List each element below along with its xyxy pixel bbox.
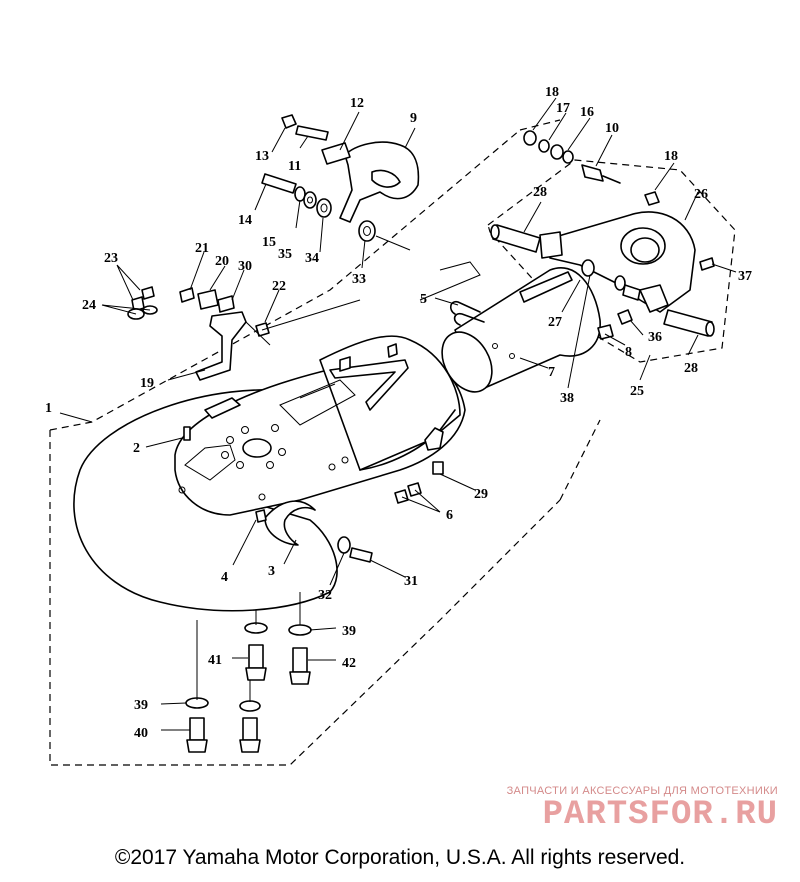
callout-17: 17 — [556, 101, 570, 116]
callout-39a: 39 — [342, 624, 356, 639]
callout-35: 35 — [278, 247, 292, 262]
callout-22: 22 — [272, 279, 286, 294]
callout-19: 19 — [140, 376, 154, 391]
callout-34: 34 — [305, 251, 319, 266]
nozzle-duct — [441, 267, 601, 393]
callout-13: 13 — [255, 149, 269, 164]
callout-9: 9 — [410, 111, 417, 126]
callout-11: 11 — [288, 159, 301, 174]
jet-pump-housing — [73, 335, 466, 612]
callout-32: 32 — [318, 588, 332, 603]
callout-7: 7 — [548, 365, 555, 380]
callout-3: 3 — [268, 564, 275, 579]
callout-14: 14 — [238, 213, 252, 228]
callout-36: 36 — [648, 330, 662, 345]
callout-25: 25 — [630, 384, 644, 399]
callout-27: 27 — [548, 315, 562, 330]
pin-28-lower — [663, 309, 715, 337]
callout-31: 31 — [404, 574, 418, 589]
callout-26: 26 — [694, 187, 708, 202]
callout-10: 10 — [605, 121, 619, 136]
steering-deflector — [539, 211, 696, 313]
callout-21: 21 — [195, 241, 209, 256]
callout-39b: 39 — [134, 698, 148, 713]
callout-28a: 28 — [533, 185, 547, 200]
callout-42: 42 — [342, 656, 356, 671]
callout-8: 8 — [625, 345, 632, 360]
callout-40: 40 — [134, 726, 148, 741]
callout-4: 4 — [221, 570, 228, 585]
watermark: ЗАПЧАСТИ И АКСЕССУАРЫ ДЛЯ МОТОТЕХНИКИ PA… — [478, 785, 778, 833]
callout-labels: 1 2 3 4 5 6 7 8 9 10 11 12 13 14 15 16 1… — [45, 85, 752, 741]
leader-lines — [59, 97, 737, 731]
callout-33: 33 — [352, 272, 366, 287]
callout-24: 24 — [82, 298, 96, 313]
pin-28-upper — [490, 224, 541, 253]
callout-41: 41 — [208, 653, 222, 668]
watermark-logo: PARTSFOR.RU — [542, 796, 778, 834]
callout-38: 38 — [560, 391, 574, 406]
callout-16: 16 — [580, 105, 594, 120]
callout-18a: 18 — [545, 85, 559, 100]
callout-23: 23 — [104, 251, 118, 266]
callout-18b: 18 — [664, 149, 678, 164]
group-outline-25 — [487, 159, 736, 363]
callout-2: 2 — [133, 441, 140, 456]
callout-6: 6 — [446, 508, 453, 523]
callout-20: 20 — [215, 254, 229, 269]
callout-29: 29 — [474, 487, 488, 502]
callout-28b: 28 — [684, 361, 698, 376]
callout-15: 15 — [262, 235, 276, 250]
callout-37: 37 — [738, 269, 752, 284]
callout-30: 30 — [238, 259, 252, 274]
callout-12: 12 — [350, 96, 364, 111]
watermark-tagline: ЗАПЧАСТИ И АКСЕССУАРЫ ДЛЯ МОТОТЕХНИКИ — [506, 785, 778, 797]
callout-5: 5 — [420, 292, 427, 307]
copyright-notice: ©2017 Yamaha Motor Corporation, U.S.A. A… — [114, 846, 686, 869]
lever-arm — [339, 141, 420, 223]
hardware — [127, 114, 715, 753]
group-outline-1 — [49, 119, 601, 766]
callout-1: 1 — [45, 401, 52, 416]
